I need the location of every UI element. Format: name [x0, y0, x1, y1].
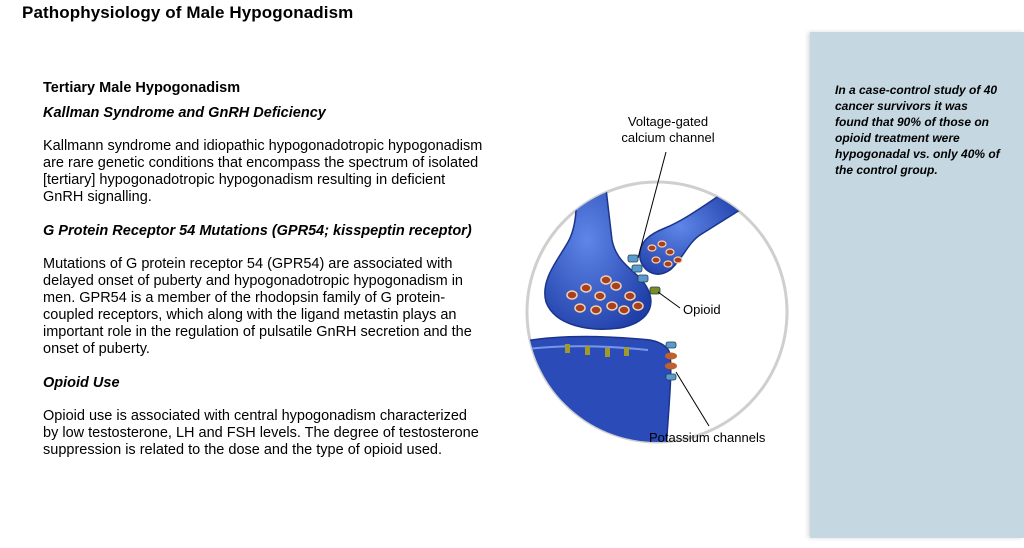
page-title: Pathophysiology of Male Hypogonadism [22, 3, 354, 22]
opioid-paragraph: Opioid use is associated with central hy… [43, 408, 479, 458]
opioid-heading: Opioid Use [43, 375, 120, 391]
receptors [565, 344, 629, 357]
opioid-label: Opioid [683, 302, 721, 317]
callout-text: In a case-control study of 40 cancer sur… [835, 83, 1000, 177]
section-title: Tertiary Male Hypogonadism [43, 80, 241, 96]
synapse-figure: Voltage-gated calcium channel Opioid Pot… [520, 110, 790, 450]
potassium-pointer [675, 371, 710, 427]
gpr54-paragraph: Mutations of G protein receptor 54 (GPR5… [43, 256, 472, 357]
vgcc-label: Voltage-gated calcium channel [621, 114, 715, 145]
kallman-heading: Kallman Syndrome and GnRH Deficiency [43, 105, 326, 121]
kallman-paragraph: Kallmann syndrome and idiopathic hypogon… [43, 138, 483, 205]
gpr54-heading: G Protein Receptor 54 Mutations (GPR54; … [43, 223, 472, 239]
main-content: Tertiary Male Hypogonadism Kallman Syndr… [43, 80, 483, 476]
vesicles-small [647, 240, 683, 268]
synapse-illustration [525, 151, 789, 444]
potassium-channel-shapes [665, 341, 677, 381]
vesicles-large [566, 275, 644, 315]
vgcc-pointer [637, 151, 667, 259]
potassium-label: Potassium channels [649, 430, 766, 445]
calcium-channels [627, 254, 661, 295]
opioid-pointer [657, 291, 681, 309]
small-terminal [639, 194, 742, 275]
callout-panel: In a case-control study of 40 cancer sur… [810, 32, 1024, 538]
